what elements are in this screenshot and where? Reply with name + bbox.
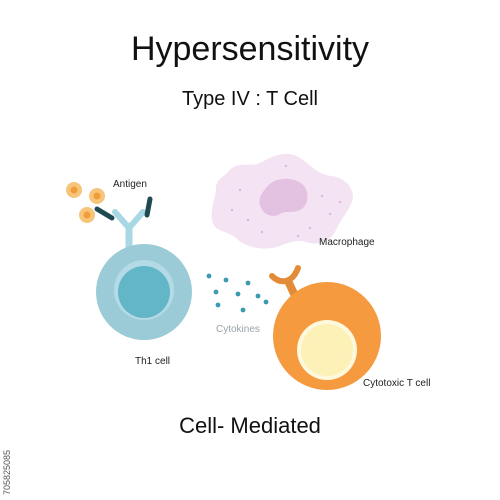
cytotoxic-cell-nucleus [301, 324, 353, 376]
antigen-particles [66, 182, 105, 223]
label-antigen: Antigen [113, 179, 147, 190]
th1-cell-nucleus [118, 266, 170, 318]
label-th1-cell: Th1 cell [135, 356, 171, 367]
antibody-receptor [94, 196, 153, 254]
diagram-subtitle: Type IV : T Cell [182, 88, 318, 110]
diagram-footer: Cell- Mediated [179, 413, 321, 438]
label-cytotoxic-t-cell: Cytotoxic T cell [363, 378, 431, 389]
label-macrophage: Macrophage [319, 237, 375, 248]
macrophage-granules [230, 164, 342, 238]
diagram-title: Hypersensitivity [130, 30, 370, 68]
watermark-id: 705825085 [2, 449, 12, 495]
cytokine-dots [206, 273, 269, 313]
macrophage-nucleus [259, 178, 308, 216]
label-cytokines: Cytokines [216, 324, 260, 335]
